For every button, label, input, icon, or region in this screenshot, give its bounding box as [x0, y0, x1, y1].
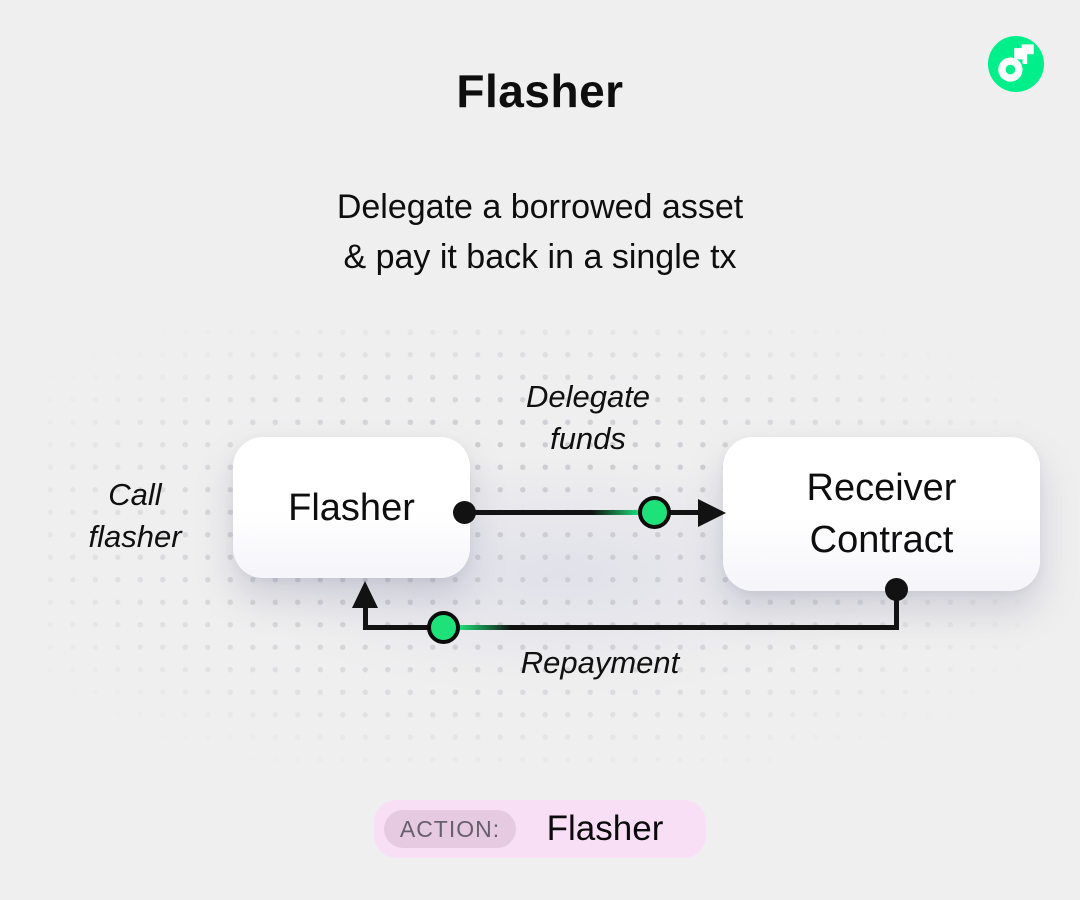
- repayment-line-up: [363, 606, 368, 630]
- repayment-token-dot: [427, 611, 460, 644]
- subtitle-line-1: Delegate a borrowed asset: [336, 188, 744, 226]
- delegate-funds-label: Delegate funds: [478, 376, 698, 460]
- subtitle-line-2: & pay it back in a single tx: [343, 238, 737, 276]
- receiver-node-label: Receiver Contract: [807, 462, 957, 566]
- delegate-arrow-trail: [592, 510, 640, 515]
- page-title: Flasher: [456, 65, 624, 117]
- delegate-token-dot: [638, 496, 671, 529]
- flasher-node: Flasher: [233, 437, 470, 578]
- repayment-line-horizontal: [363, 625, 899, 630]
- flasher-node-label: Flasher: [288, 486, 415, 529]
- call-flasher-line-1: Call: [108, 477, 162, 512]
- call-flasher-line-2: flasher: [88, 519, 182, 554]
- receiver-contract-node: Receiver Contract: [723, 437, 1040, 591]
- page-subtitle: Delegate a borrowed asset & pay it back …: [0, 182, 1080, 282]
- action-badge-tag: ACTION:: [384, 810, 516, 848]
- flow-logo-icon: [988, 36, 1044, 92]
- action-badge: ACTION: Flasher: [374, 800, 706, 858]
- repayment-arrowhead-icon: [352, 581, 378, 608]
- repayment-label: Repayment: [520, 645, 680, 680]
- delegate-arrowhead-icon: [698, 499, 726, 527]
- repayment-arrow-trail: [459, 625, 511, 630]
- delegate-funds-line-1: Delegate: [525, 379, 651, 414]
- repayment-line-down: [894, 589, 899, 630]
- receiver-node-line-1: Receiver: [806, 467, 957, 509]
- receiver-node-line-2: Contract: [809, 519, 954, 561]
- action-badge-tag-label: ACTION:: [399, 815, 501, 842]
- call-flasher-label: Call flasher: [50, 474, 220, 558]
- delegate-funds-line-2: funds: [550, 421, 626, 456]
- delegate-arrow-line: [464, 510, 710, 515]
- action-badge-value: Flasher: [546, 809, 664, 848]
